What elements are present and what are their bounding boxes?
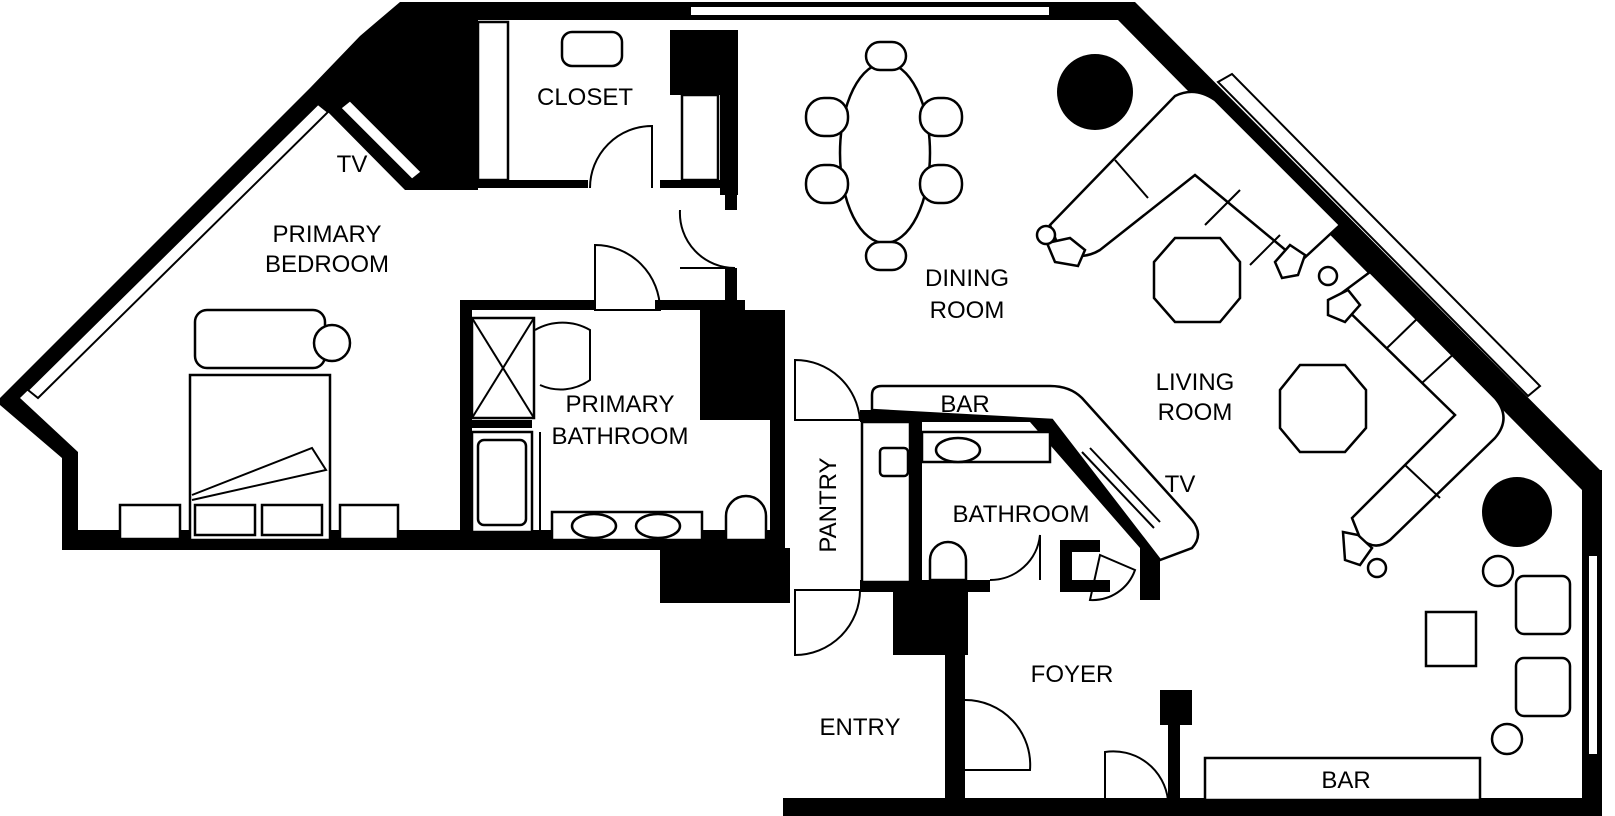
living-furniture [964,54,1572,802]
dining-label-1: DINING [925,265,1009,292]
living-label-2: ROOM [1158,399,1233,426]
closet-furniture [476,20,720,189]
dining-label-2: ROOM [930,297,1005,324]
foyer-label: FOYER [1031,661,1114,688]
tv-living-label: TV [1165,471,1196,498]
tv-bedroom-label: TV [337,151,368,178]
bar-upper-label: BAR [940,391,989,418]
room-labels: CLOSET TV PRIMARY BEDROOM PRIMARY BATHRO… [265,84,1371,794]
living-label-1: LIVING [1156,369,1235,396]
pantry-label: PANTRY [815,457,842,552]
bar-counter [870,384,1200,562]
closet-label: CLOSET [537,84,633,111]
bathroom-fixtures [920,430,1137,602]
primary-bathroom-label-2: BATHROOM [552,423,689,450]
pantry-doors [794,358,912,657]
dining-furniture [804,40,964,272]
bar-lower-label: BAR [1321,767,1370,794]
primary-bedroom-label-2: BEDROOM [265,251,389,278]
bathroom-label: BATHROOM [953,501,1090,528]
primary-bedroom-label-1: PRIMARY [273,221,382,248]
primary-bathroom-label-1: PRIMARY [566,391,675,418]
primary-bathroom-fixtures [470,243,768,542]
entry-label: ENTRY [820,714,901,741]
bedroom-furniture [118,98,736,542]
